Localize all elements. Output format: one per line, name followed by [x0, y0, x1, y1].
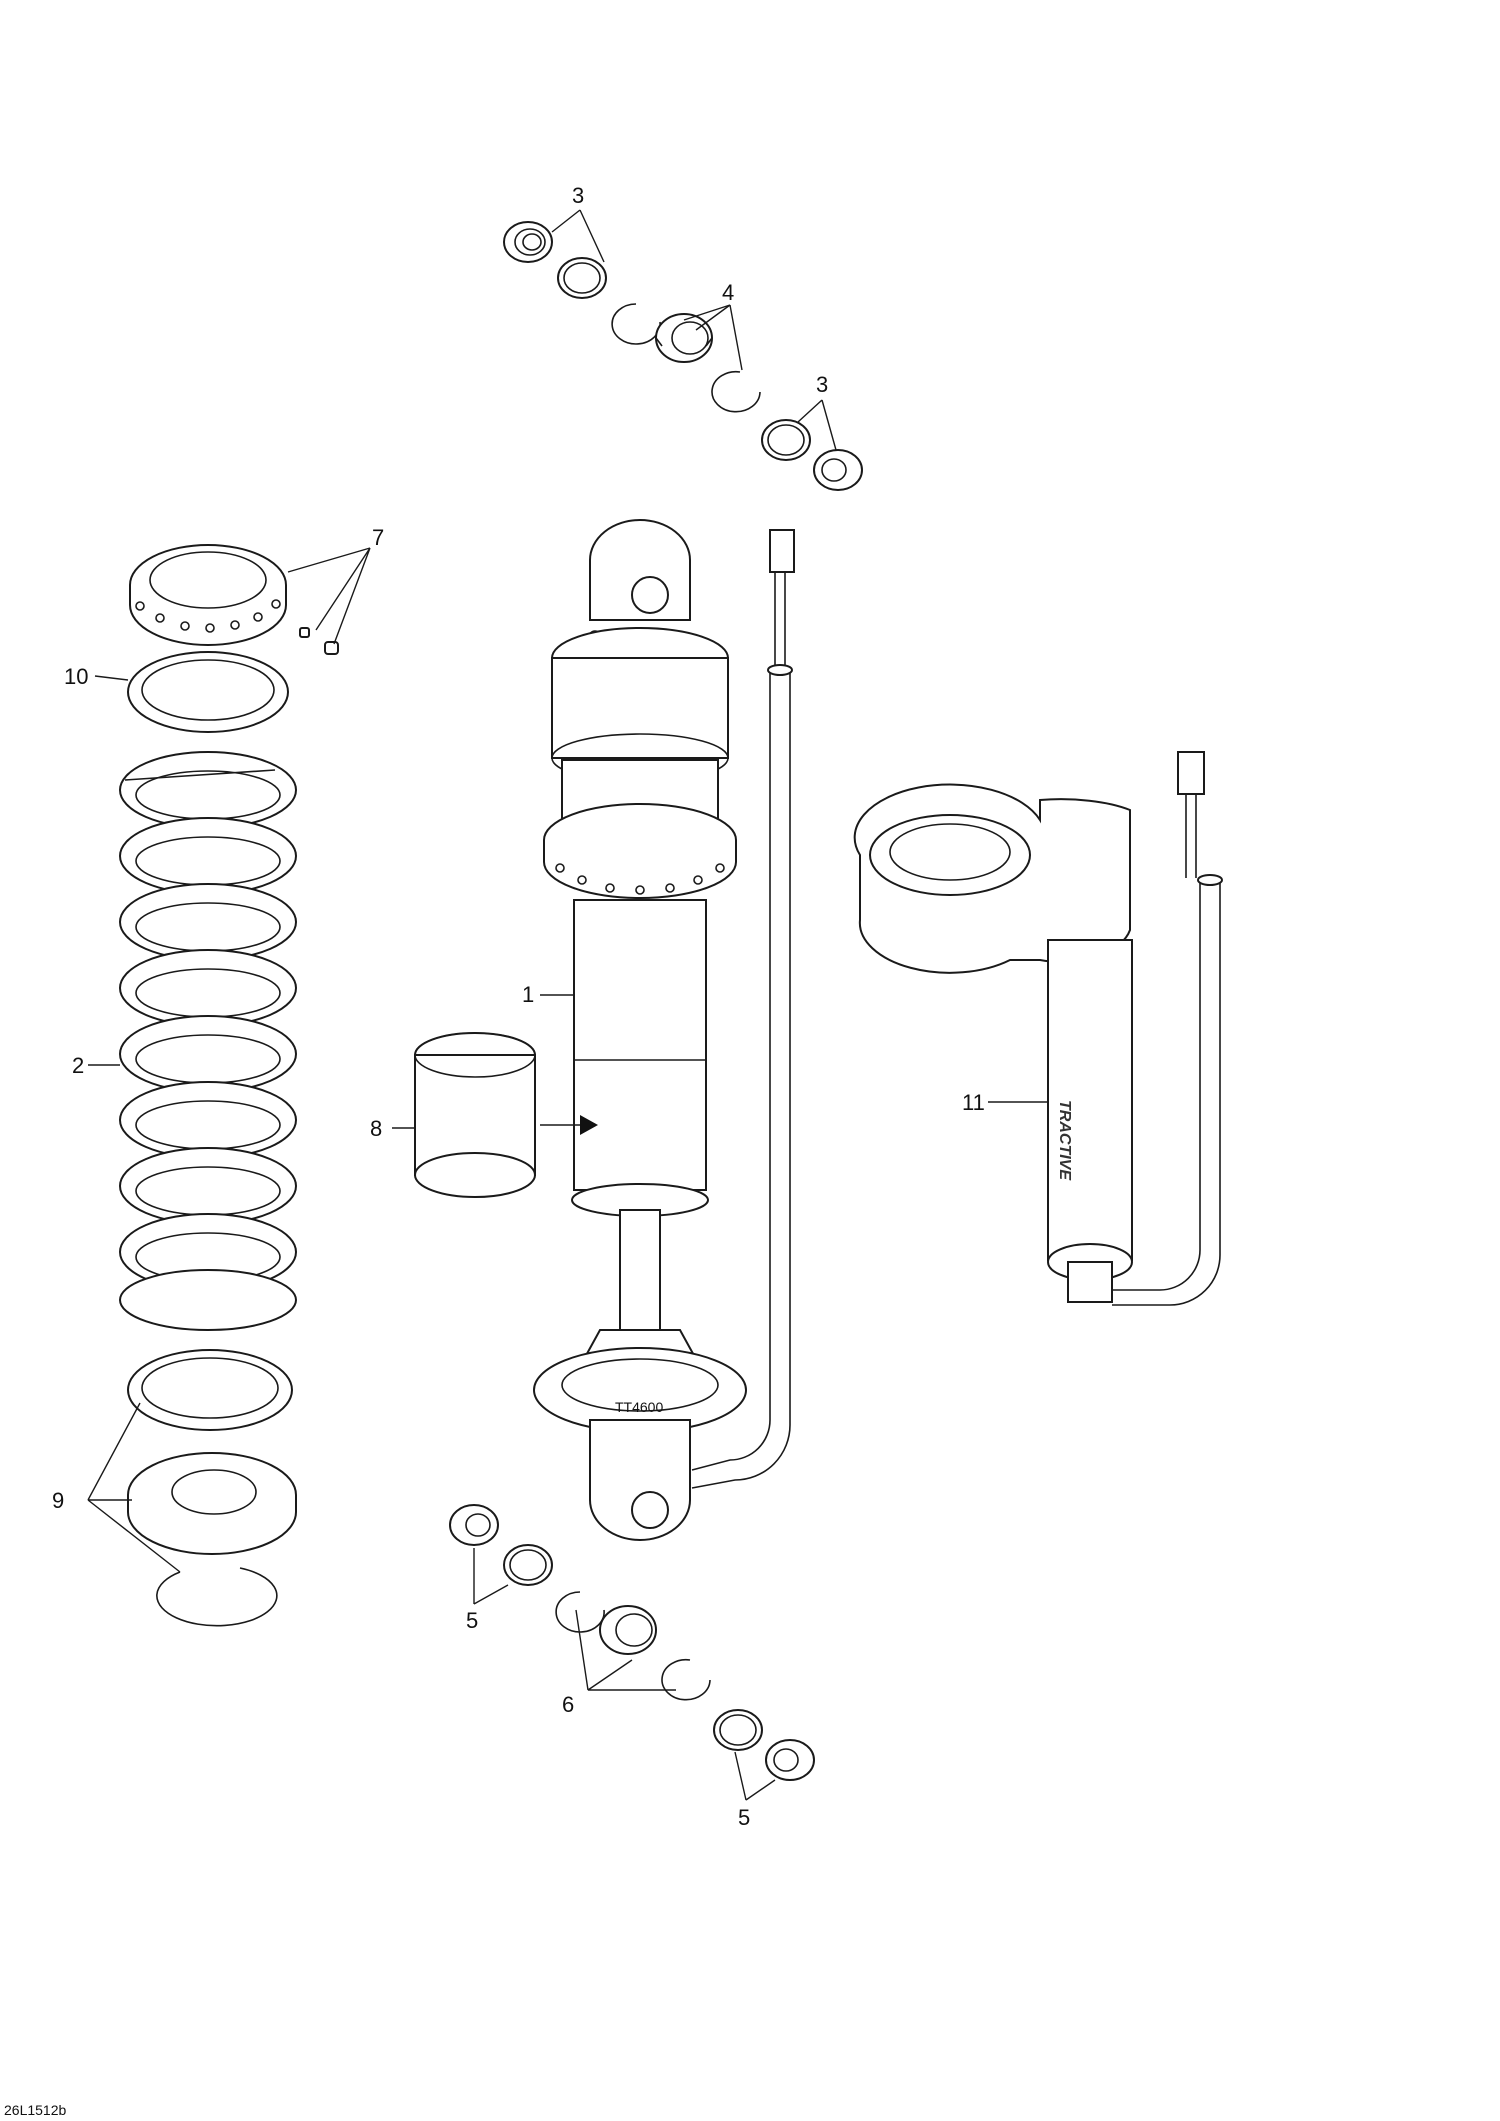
remote-reservoir: TRACTIVE	[853, 751, 1223, 1306]
callout-3-middle: 3	[816, 372, 828, 397]
callout-11: 11	[962, 1090, 985, 1115]
lower-spring-seat	[127, 1452, 297, 1555]
callout-3-top: 3	[572, 183, 584, 208]
coil-spring	[119, 751, 297, 1331]
callout-8: 8	[370, 1116, 382, 1141]
top-bushing-assembly	[503, 221, 863, 491]
protective-sleeve	[414, 1032, 536, 1198]
svg-text:TT4600: TT4600	[615, 1399, 663, 1415]
callout-7: 7	[372, 525, 384, 550]
spring-washer	[127, 651, 289, 733]
callout-9: 9	[52, 1488, 64, 1513]
callout-10: 10	[64, 664, 88, 689]
set-screws	[299, 627, 339, 655]
leader-lines	[87, 209, 1048, 1801]
circlip-top-right	[711, 370, 761, 413]
circlip-top-left	[611, 303, 661, 345]
washer-top-right	[761, 419, 811, 461]
callout-1: 1	[522, 982, 534, 1007]
bushing-top-right	[813, 449, 863, 491]
spring-adjuster-ring	[129, 544, 287, 646]
lower-spring-washer	[127, 1349, 293, 1431]
bearing-top	[655, 313, 713, 363]
callout-5-lower: 5	[738, 1805, 750, 1830]
callout-6: 6	[562, 1692, 574, 1717]
callout-5-upper: 5	[466, 1608, 478, 1633]
callout-2: 2	[72, 1053, 84, 1078]
brand-label: TRACTIVE	[1056, 1100, 1073, 1181]
lower-retaining-ring	[156, 1567, 278, 1627]
bottom-bushing-assembly	[449, 1504, 815, 1781]
bushing-top-left	[503, 221, 553, 263]
drawing-reference-code: 26L1512b	[4, 2102, 67, 2118]
washer-top-left	[557, 257, 607, 299]
shock-absorber-body: TT4600	[533, 519, 795, 1541]
callout-4: 4	[722, 280, 734, 305]
callouts: 1 2 3 3 4 5 5 6 7 8 9 10 11	[52, 183, 985, 1830]
direction-arrow-head	[580, 1115, 598, 1135]
